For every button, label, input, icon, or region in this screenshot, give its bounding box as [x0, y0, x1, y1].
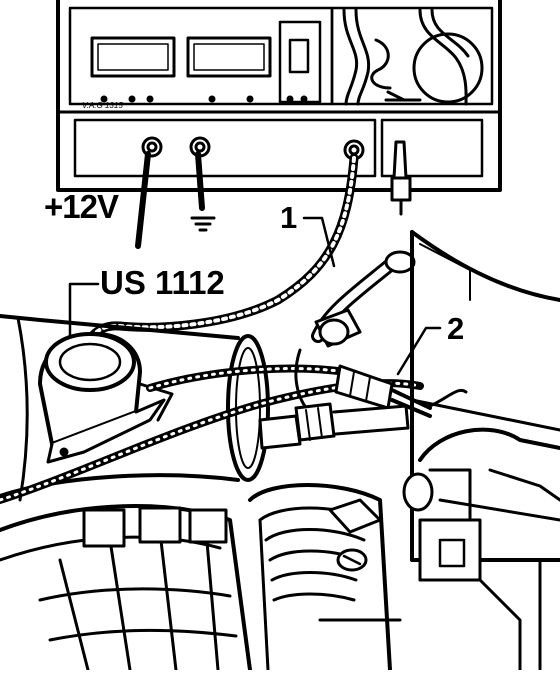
positive-socket-icon — [141, 136, 163, 158]
meter-model-label: V.A.G 1315 — [82, 101, 123, 110]
test-instrument — [56, 0, 502, 216]
callout-1-leader — [302, 216, 336, 268]
right-display — [186, 36, 272, 78]
engine-block — [402, 230, 560, 672]
callout-2-leader — [396, 326, 442, 376]
left-display — [90, 36, 176, 78]
us1112-tester — [38, 332, 174, 464]
ground-icon — [190, 216, 216, 232]
callout-2-label: 2 — [447, 311, 465, 346]
control-knobs — [100, 95, 308, 103]
air-filter-grille — [0, 504, 252, 672]
callout-1-label: 1 — [280, 200, 298, 235]
supply-voltage-label: +12V — [44, 188, 119, 225]
tester-label: US 1112 — [100, 264, 225, 301]
tester-leader — [68, 282, 100, 354]
braided-lead-1 — [73, 153, 359, 401]
switch-icon — [288, 38, 310, 74]
corrugated-hose — [248, 483, 402, 672]
supply-leads — [135, 151, 216, 249]
pipe-fitting — [258, 402, 410, 450]
vacuum-hose — [294, 250, 416, 416]
